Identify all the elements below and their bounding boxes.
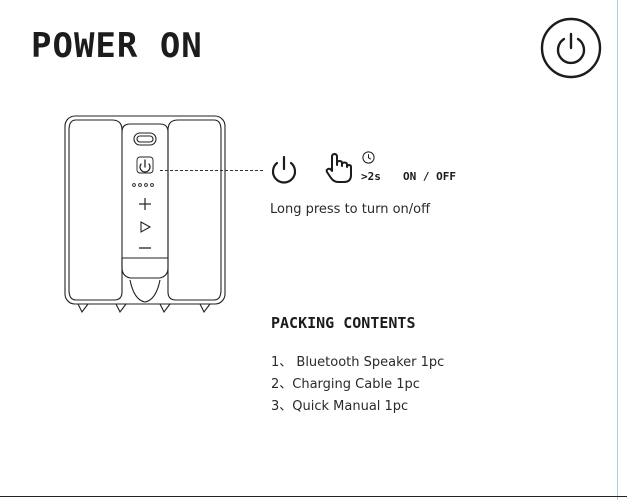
speaker-illustration — [64, 108, 226, 320]
speaker-power-button — [137, 157, 153, 173]
power-instruction-text: Long press to turn on/off — [270, 202, 430, 217]
page-edge-rule — [617, 0, 618, 500]
clock-icon — [362, 151, 375, 164]
page-title: POWER ON — [31, 26, 203, 66]
press-duration-label: >2s — [361, 170, 381, 183]
speaker-play-button — [141, 222, 150, 232]
power-icon — [268, 154, 300, 186]
list-item: 2、Charging Cable 1pc — [271, 374, 444, 396]
speaker-bluetooth-dots — [133, 184, 154, 187]
list-item: 1、 Bluetooth Speaker 1pc — [271, 352, 444, 374]
power-badge-icon — [540, 17, 602, 79]
packing-contents-title: PACKING CONTENTS — [271, 314, 416, 332]
press-hand-icon — [324, 152, 354, 184]
speaker-volume-up-button — [139, 198, 151, 210]
power-mode-label: ON / OFF — [403, 170, 456, 183]
packing-contents-list: 1、 Bluetooth Speaker 1pc 2、Charging Cabl… — [271, 352, 444, 418]
callout-leader-line — [160, 170, 263, 171]
list-item: 3、Quick Manual 1pc — [271, 396, 444, 418]
bottom-rule — [0, 496, 627, 497]
